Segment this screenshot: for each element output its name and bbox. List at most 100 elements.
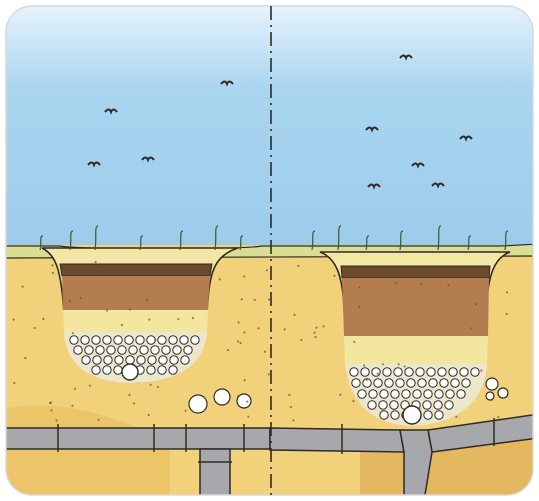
gravel-stone <box>70 336 78 344</box>
gravel-stone <box>184 346 192 354</box>
soil-speck <box>52 272 54 274</box>
gravel-stone <box>424 411 432 419</box>
soil-speck <box>192 317 194 319</box>
soil-speck <box>358 306 360 308</box>
gravel-stone <box>369 390 377 398</box>
gravel-stone <box>147 366 155 374</box>
soil-speck <box>71 405 73 407</box>
soil-speck <box>470 327 472 329</box>
gravel-stone <box>405 368 413 376</box>
gravel-stone <box>462 379 470 387</box>
soil-speck <box>398 363 400 365</box>
sky <box>0 0 539 255</box>
soil-speck <box>254 299 256 301</box>
soil-speck <box>268 373 270 375</box>
soil-speck <box>128 394 130 396</box>
gravel-stone <box>92 336 100 344</box>
soil-speck <box>133 402 135 404</box>
soil-speck <box>154 339 156 341</box>
gravel-stone <box>416 368 424 376</box>
soil-speck <box>13 382 15 384</box>
soil-speck <box>219 278 221 280</box>
soil-speck <box>300 339 302 341</box>
soil-speck <box>150 384 152 386</box>
gravel-stone <box>114 336 122 344</box>
gravel-stone <box>158 336 166 344</box>
gravel-stone <box>361 368 369 376</box>
gravel-stone <box>81 336 89 344</box>
soil-speck <box>89 385 91 387</box>
gravel-stone <box>372 368 380 376</box>
soil-speck <box>243 275 245 277</box>
gravel-stone <box>82 356 90 364</box>
gravel-stone <box>407 379 415 387</box>
soil-speck <box>264 351 266 353</box>
soil-speck <box>244 379 246 381</box>
soil-speck <box>177 318 179 320</box>
gravel-stone <box>471 368 479 376</box>
gravel-stone <box>103 336 111 344</box>
gravel-stone <box>159 356 167 364</box>
gravel-stone <box>173 346 181 354</box>
soil-speck <box>382 363 384 365</box>
gravel-stone <box>446 390 454 398</box>
soil-speck <box>13 319 15 321</box>
soil-speck <box>50 409 52 411</box>
gravel-stone <box>148 356 156 364</box>
soil-speck <box>363 364 365 366</box>
sand-layer <box>63 310 208 332</box>
soil-speck <box>148 318 150 320</box>
soil-speck <box>314 336 316 338</box>
soil-speck <box>55 419 57 421</box>
soil-speck <box>418 407 420 409</box>
soil-speck <box>455 416 457 418</box>
soil-speck <box>293 314 295 316</box>
mulch-layer <box>60 264 212 276</box>
gravel-stone <box>396 379 404 387</box>
soil-speck <box>404 365 406 367</box>
soil-speck <box>258 327 260 329</box>
soil-speck <box>246 401 248 403</box>
soil-speck <box>395 282 397 284</box>
soil-speck <box>358 286 360 288</box>
gravel-stone <box>352 379 360 387</box>
soil-speck <box>238 321 240 323</box>
soil-speck <box>72 332 74 334</box>
gravel-stone <box>118 346 126 354</box>
gravel-stone <box>413 390 421 398</box>
soil-speck <box>80 297 82 299</box>
soil-speck <box>22 286 24 288</box>
gravel-stone <box>440 379 448 387</box>
gravel-stone <box>394 368 402 376</box>
gravel-stone <box>103 366 111 374</box>
soil-speck <box>288 394 290 396</box>
soil-speck <box>237 340 239 342</box>
soil-speck <box>314 332 316 334</box>
soil-speck <box>333 275 335 277</box>
gravel-stone <box>435 411 443 419</box>
gravel-stone <box>390 401 398 409</box>
soil-speck <box>185 410 187 412</box>
gravel-stone <box>169 336 177 344</box>
soil-speck <box>95 261 97 263</box>
gravel-stone <box>140 346 148 354</box>
gravel-stone <box>445 401 453 409</box>
gravel-stone <box>451 379 459 387</box>
soil-speck <box>51 264 53 266</box>
gravel-stone <box>107 346 115 354</box>
soil-speck <box>497 416 499 418</box>
gravel-stone <box>391 390 399 398</box>
gravel-stone <box>368 401 376 409</box>
gravel-stone <box>391 411 399 419</box>
soil-speck <box>322 325 324 327</box>
gravel-stone <box>114 366 122 374</box>
gravel-stone <box>427 368 435 376</box>
gravel-stone <box>460 368 468 376</box>
soil-speck <box>241 298 243 300</box>
soil-speck <box>24 357 26 359</box>
soil-speck <box>297 265 299 267</box>
soil-speck <box>69 300 71 302</box>
mulch-layer-right <box>341 266 490 278</box>
gravel-stone <box>402 390 410 398</box>
